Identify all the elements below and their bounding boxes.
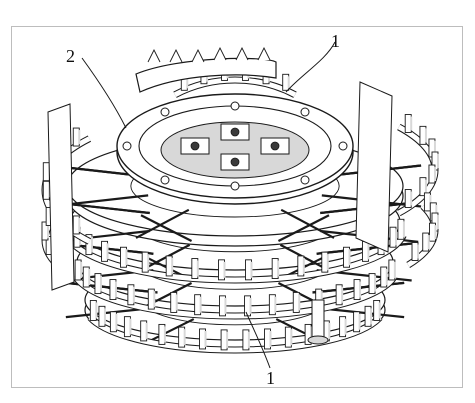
blade-row-front-bottom (87, 299, 383, 354)
blade-carrier-band-fill (88, 315, 382, 353)
radial-arm (144, 318, 195, 345)
blade-carrier-band-fill (73, 275, 397, 319)
clamp-pivot (190, 141, 200, 151)
ring-bolt (160, 107, 170, 117)
clamp-pivot (230, 127, 240, 137)
ring-bolt (300, 107, 310, 117)
ring-bolt (230, 101, 240, 111)
center-hub-well (160, 121, 310, 179)
top-blade-tooth (257, 46, 271, 61)
callout-label-top-left: 2 (66, 46, 75, 66)
top-blade-carrier (135, 57, 277, 93)
top-ring-assembly (116, 46, 354, 345)
top-blade-tooth (191, 48, 205, 63)
radial-arm (140, 214, 193, 243)
top-blade-tooth (147, 48, 161, 63)
top-blade-tooth (213, 46, 227, 61)
blade-assemblies (41, 63, 439, 354)
top-blade-tooth (235, 46, 249, 61)
ring-bolt (230, 181, 240, 191)
blade-stack-right-upper (397, 114, 439, 217)
drive-shaft-end (307, 335, 329, 345)
drive-shaft (311, 299, 325, 341)
radial-arm (135, 208, 190, 239)
clamp-pivot (230, 157, 240, 167)
leader-line-top-left (81, 57, 127, 129)
leader-line-bottom (245, 311, 271, 369)
radial-arm (280, 208, 335, 239)
clamp-pivot (270, 141, 280, 151)
blade-carrier-band-fill (64, 234, 406, 283)
ring-bolt (160, 175, 170, 185)
blade-carrier-band-fill (173, 77, 297, 97)
top-blade-tooth (169, 48, 183, 63)
callout-label-top-right: 1 (331, 31, 340, 51)
ring-bolt (300, 175, 310, 185)
ring-bolt (122, 141, 132, 151)
end-plate-right (355, 81, 393, 253)
blade-stack-right-lower (406, 192, 439, 268)
end-plate-left (47, 103, 75, 291)
leader-line-top-right (285, 41, 336, 93)
radial-arm (277, 214, 330, 243)
callout-label-bottom: 1 (266, 368, 275, 388)
ring-bolt (338, 141, 348, 151)
callout-group: 1 2 1 (66, 31, 340, 388)
